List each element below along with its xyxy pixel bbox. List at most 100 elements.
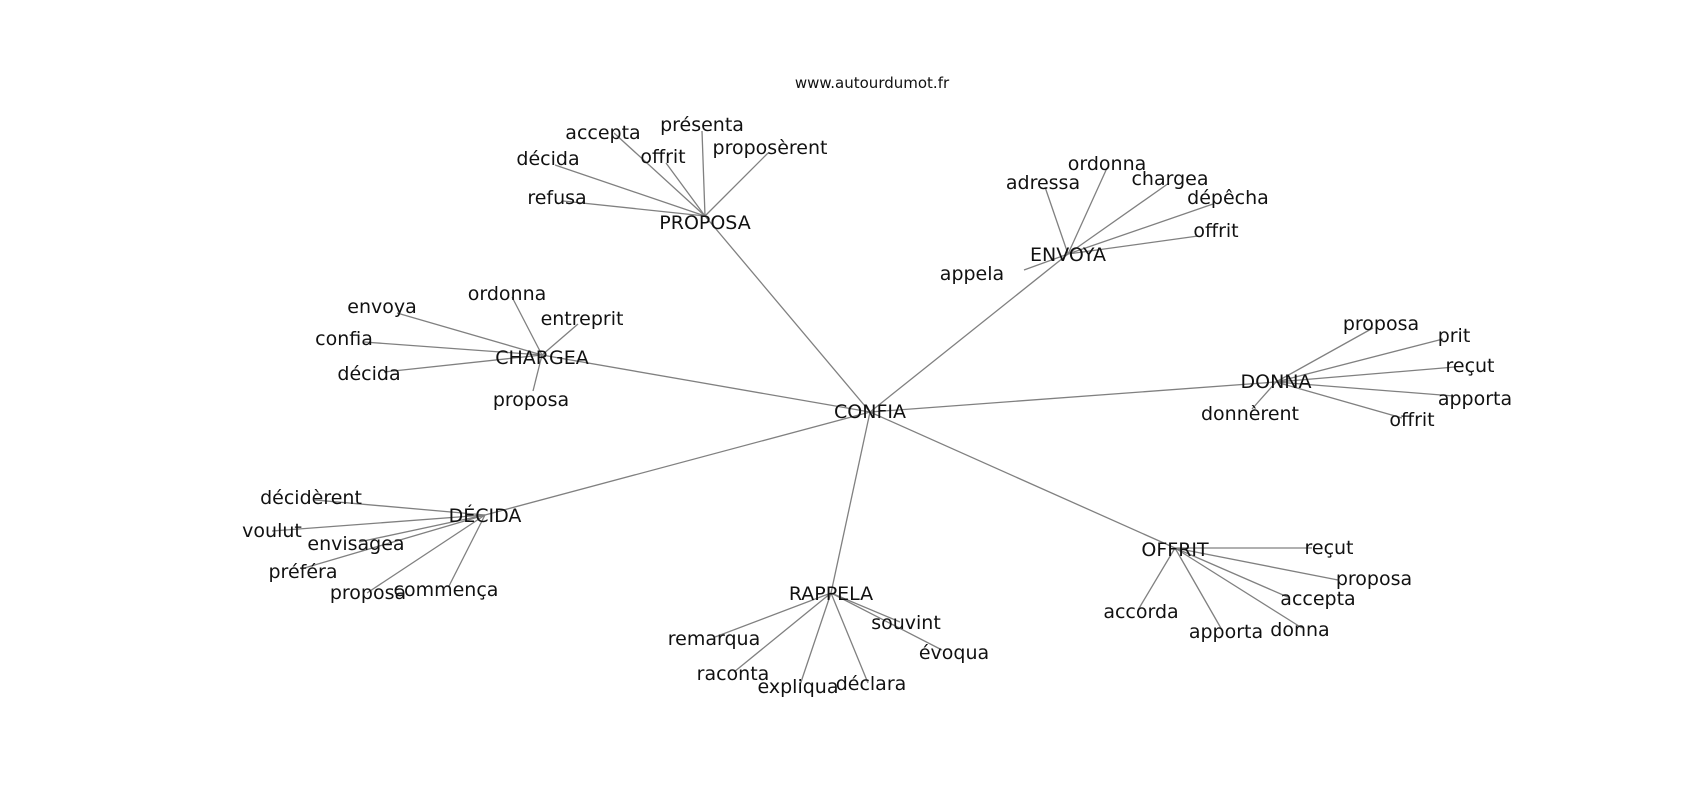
leaf-word[interactable]: proposa (1343, 313, 1419, 335)
leaf-word[interactable]: accorda (1103, 601, 1178, 623)
leaf-word[interactable]: voulut (242, 520, 302, 542)
leaf-word[interactable]: accepta (1280, 588, 1355, 610)
hub-word[interactable]: ENVOYA (1030, 244, 1106, 266)
leaf-word[interactable]: décida (337, 363, 400, 385)
leaf-word[interactable]: reçut (1304, 537, 1353, 559)
leaf-word[interactable]: reçut (1445, 355, 1494, 377)
leaf-word[interactable]: proposèrent (713, 137, 828, 159)
hub-word[interactable]: CHARGEA (495, 347, 588, 369)
edge-hub-to-leaf (366, 514, 486, 594)
leaf-word[interactable]: préféra (269, 561, 338, 583)
edge-hub-to-leaf (799, 592, 832, 686)
edge-hub-to-leaf (396, 312, 543, 356)
edge-hub-to-leaf (448, 514, 486, 587)
edge-hub-to-leaf (1275, 366, 1456, 383)
leaf-word[interactable]: décidèrent (260, 487, 362, 509)
hub-word[interactable]: DÉCIDA (449, 504, 522, 527)
edge-hub-to-leaf (830, 592, 901, 623)
leaf-word[interactable]: dépêcha (1187, 187, 1269, 209)
leaf-word[interactable]: commença (394, 579, 499, 601)
edge-hub-to-leaf (1174, 547, 1339, 581)
leaf-word[interactable]: apporta (1189, 621, 1263, 643)
edge-hub-to-leaf (701, 130, 706, 217)
leaf-word[interactable]: proposa (493, 389, 569, 411)
edge-hub-to-leaf (554, 164, 706, 217)
leaf-word[interactable]: offrit (640, 146, 685, 168)
leaf-word[interactable]: offrit (1193, 220, 1238, 242)
leaf-word[interactable]: proposa (1336, 568, 1412, 590)
leaf-word[interactable]: envoya (347, 296, 417, 318)
edge-hub-to-leaf (1275, 338, 1444, 383)
edge-hub-to-leaf (1275, 381, 1403, 419)
edge-center-to-hub (541, 354, 871, 413)
edge-hub-to-leaf (1174, 547, 1303, 629)
leaf-word[interactable]: confia (315, 328, 373, 350)
leaf-word[interactable]: expliqua (758, 676, 839, 698)
leaf-word[interactable]: appela (940, 263, 1004, 285)
edge-hub-to-leaf (383, 354, 543, 373)
edge-hub-to-leaf (1275, 327, 1374, 383)
edge-hub-to-leaf (562, 200, 706, 217)
edge-hub-to-leaf (733, 592, 832, 673)
hub-word[interactable]: OFFRIT (1141, 539, 1209, 561)
edge-hub-to-leaf (1174, 547, 1223, 631)
leaf-word[interactable]: refusa (527, 187, 586, 209)
leaf-word[interactable]: chargea (1131, 168, 1208, 190)
leaf-word[interactable]: déclara (836, 673, 907, 695)
edge-hub-to-leaf (830, 592, 869, 684)
edge-hub-to-leaf (830, 592, 943, 651)
edge-hub-to-leaf (1067, 203, 1214, 255)
leaf-word[interactable]: évoqua (919, 642, 989, 664)
edge-center-to-hub (484, 411, 871, 516)
edge-hub-to-leaf (1137, 547, 1176, 611)
edge-hub-to-leaf (1251, 381, 1277, 410)
hub-word[interactable]: DONNA (1240, 371, 1311, 393)
leaf-word[interactable]: apporta (1438, 388, 1512, 410)
edge-hub-to-leaf (271, 514, 486, 532)
edge-hub-to-leaf (300, 514, 486, 570)
edge-hub-to-leaf (532, 354, 543, 392)
edge-center-to-hub (869, 411, 1176, 549)
edge-hub-to-leaf (358, 514, 486, 543)
edge-hub-to-leaf (665, 162, 706, 217)
site-watermark: www.autourdumot.fr (795, 74, 950, 92)
edge-hub-to-leaf (511, 296, 543, 356)
leaf-word[interactable]: prit (1438, 325, 1471, 347)
leaf-word[interactable]: donna (1270, 619, 1329, 641)
hub-word[interactable]: RAPPELA (789, 583, 873, 605)
edge-hub-to-leaf (314, 499, 486, 516)
edge-center-to-hub (869, 253, 1069, 413)
edge-hub-to-leaf (1044, 186, 1069, 255)
leaf-word[interactable]: accepta (565, 122, 640, 144)
leaf-word[interactable]: adressa (1006, 172, 1080, 194)
edge-center-to-hub (869, 381, 1277, 413)
leaf-word[interactable]: entreprit (541, 308, 624, 330)
leaf-word[interactable]: ordonna (468, 283, 547, 305)
hub-word[interactable]: PROPOSA (659, 212, 750, 234)
edge-hub-to-leaf (1174, 547, 1291, 599)
graph-edges (271, 130, 1456, 686)
edge-hub-to-leaf (714, 592, 832, 638)
leaf-word[interactable]: souvint (871, 612, 941, 634)
edge-hub-to-leaf (363, 341, 543, 356)
edge-hub-to-leaf (1275, 381, 1455, 397)
edge-hub-to-leaf (613, 132, 706, 217)
leaf-word[interactable]: décida (516, 148, 579, 170)
leaf-word[interactable]: offrit (1389, 409, 1434, 431)
edge-hub-to-leaf (1067, 235, 1199, 255)
leaf-word[interactable]: raconta (697, 663, 770, 685)
edge-center-to-hub (704, 215, 871, 413)
edge-hub-to-leaf (541, 323, 579, 356)
edge-hub-to-leaf (1067, 182, 1170, 255)
leaf-word[interactable]: donnèrent (1201, 403, 1299, 425)
edge-hub-to-leaf (1067, 167, 1108, 255)
leaf-word[interactable]: remarqua (668, 628, 760, 650)
leaf-word[interactable]: proposa (330, 582, 406, 604)
leaf-word[interactable]: présenta (660, 114, 744, 136)
edge-center-to-hub (830, 411, 871, 594)
leaf-word[interactable]: envisagea (307, 533, 404, 555)
graph-labels: accepta présenta offrit proposèrent décida re… (242, 114, 1512, 698)
edge-hub-to-leaf (704, 152, 769, 217)
leaf-word[interactable]: ordonna (1068, 153, 1147, 175)
